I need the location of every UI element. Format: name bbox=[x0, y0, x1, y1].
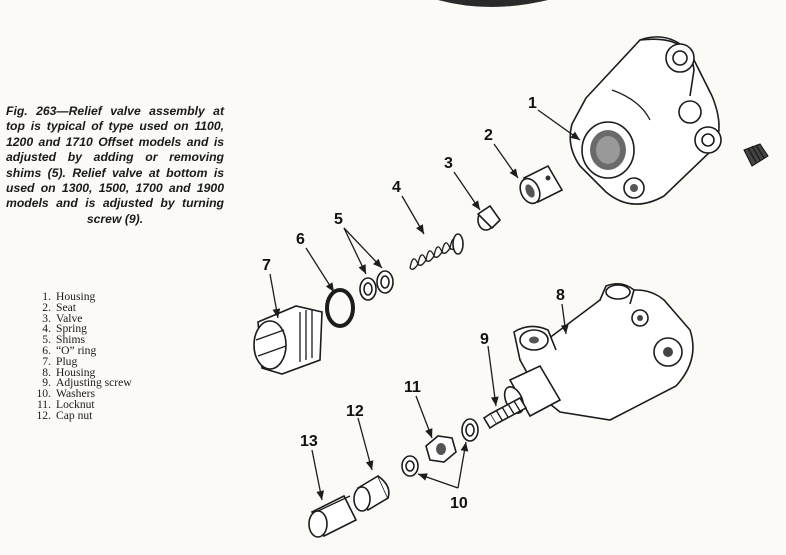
callout-8: 8 bbox=[556, 287, 565, 304]
shims bbox=[359, 270, 394, 301]
housing-lower bbox=[503, 282, 694, 421]
o-ring bbox=[325, 288, 355, 328]
legend-item: 7.Plug bbox=[42, 354, 78, 368]
legend-item: 5.Shims bbox=[42, 333, 85, 347]
spring bbox=[409, 233, 464, 270]
callout-6: 6 bbox=[296, 231, 305, 248]
callout-7: 7 bbox=[262, 257, 271, 274]
callout-5: 5 bbox=[334, 211, 343, 228]
cap-nut bbox=[353, 474, 390, 512]
legend-item: 9.Adjusting screw bbox=[42, 376, 132, 390]
callout-2: 2 bbox=[484, 127, 493, 144]
legend-item: 3.Valve bbox=[42, 311, 83, 325]
plug bbox=[253, 305, 323, 375]
valve bbox=[476, 204, 502, 231]
pipe-plug bbox=[743, 143, 769, 167]
legend-item: 2.Seat bbox=[42, 300, 76, 314]
legend-item: 1.Housing bbox=[42, 290, 96, 303]
legend-item: 8.Housing bbox=[42, 365, 96, 379]
legend-item: 6.“O” ring bbox=[42, 343, 97, 357]
callout-3: 3 bbox=[444, 155, 453, 172]
cap bbox=[308, 494, 358, 538]
callout-4: 4 bbox=[392, 179, 401, 196]
page-edge-shape bbox=[438, 0, 548, 7]
legend-item: 12.Cap nut bbox=[36, 408, 93, 422]
leader-arrows bbox=[269, 109, 581, 501]
parts-legend: 1.Housing 2.Seat 3.Valve 4.Spring 5.Shim… bbox=[35, 290, 132, 422]
callout-12: 12 bbox=[346, 403, 364, 420]
adjusting-screw bbox=[482, 396, 528, 430]
washers bbox=[401, 418, 479, 477]
callout-1: 1 bbox=[528, 95, 537, 112]
locknut bbox=[425, 435, 457, 463]
callout-11: 11 bbox=[404, 379, 421, 396]
housing-upper bbox=[569, 36, 722, 205]
legend-item: 10.Washers bbox=[36, 387, 96, 401]
figure-caption: Fig. 263—Relief valve assembly at top is… bbox=[6, 104, 224, 226]
legend-item: 11.Locknut bbox=[36, 397, 95, 411]
callout-10: 10 bbox=[450, 495, 468, 512]
callout-9: 9 bbox=[480, 331, 489, 348]
seat bbox=[519, 164, 564, 205]
callout-13: 13 bbox=[300, 433, 318, 450]
legend-item: 4.Spring bbox=[42, 322, 87, 336]
